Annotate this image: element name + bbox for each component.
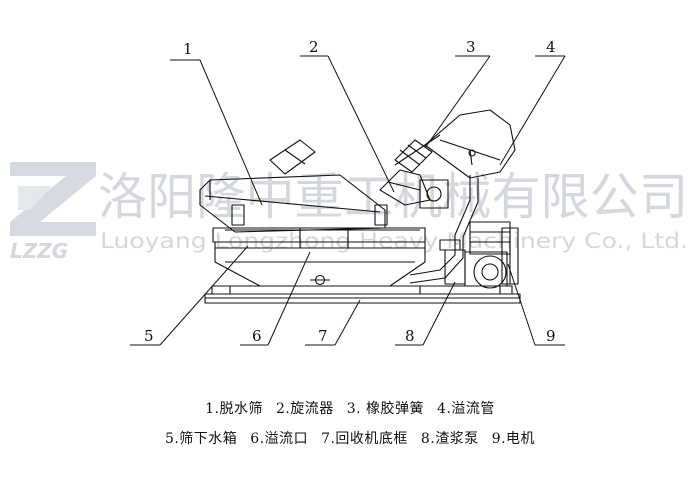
rubber-spring [394, 139, 433, 173]
legend-item: 1.脱水筛 [205, 401, 263, 417]
callout-8: 8 [405, 327, 415, 345]
watermark-logo [10, 162, 96, 236]
dewatering-screen [199, 139, 420, 233]
legend-item: 3. 橡胶弹簧 [346, 401, 425, 417]
overflow-pipe [409, 109, 516, 284]
legend-item: 9.电机 [491, 431, 536, 447]
legend-item: 8.渣浆泵 [420, 431, 479, 447]
motor [469, 221, 519, 285]
cyclone [379, 134, 441, 206]
watermark-logo-text: LZZG [10, 239, 68, 263]
callout-2: 2 [309, 38, 319, 56]
legend-item: 2.旋流器 [275, 401, 334, 417]
callout-3: 3 [466, 38, 476, 56]
callout-5: 5 [144, 327, 154, 345]
legend-line-2: 5.筛下水箱 6.溢流口 7.回收机底框 8.渣浆泵 9.电机 [0, 428, 700, 448]
callout-9: 9 [546, 327, 556, 345]
leader-lines [130, 55, 566, 346]
callout-7: 7 [318, 327, 328, 345]
overflow-port [299, 227, 349, 286]
recovery-base-frame [204, 285, 521, 304]
callout-1: 1 [183, 40, 193, 58]
legend-line-1: 1.脱水筛 2.旋流器 3. 橡胶弹簧 4.溢流管 [0, 398, 700, 418]
legend-item: 7.回收机底框 [321, 431, 408, 447]
callout-4: 4 [546, 38, 556, 56]
legend-item: 4.溢流管 [437, 401, 495, 417]
legend-item: 6.溢流口 [250, 431, 309, 447]
legend-item: 5.筛下水箱 [164, 431, 238, 447]
callout-6: 6 [252, 327, 262, 345]
callout-numbers: 1 2 3 4 5 6 7 8 9 [144, 38, 556, 345]
watermark-company-en: Luoyang Longzhong Heavy Machinery Co., L… [100, 229, 688, 253]
slurry-pump [439, 239, 508, 289]
